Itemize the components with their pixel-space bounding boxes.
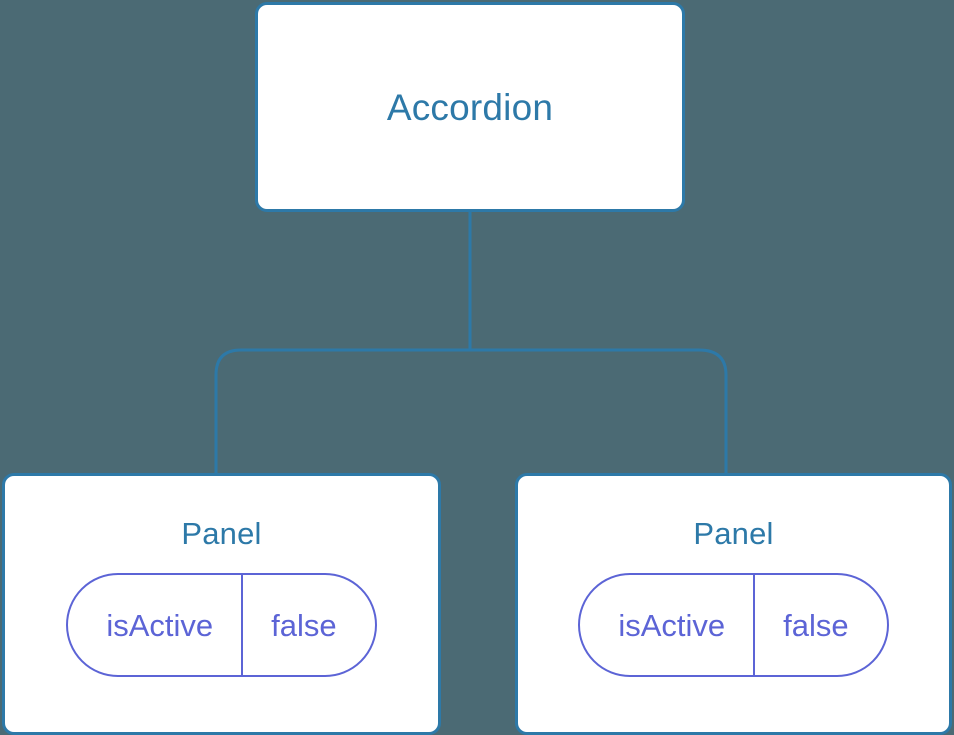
edge-accordion-to-panels [214, 211, 728, 473]
state-pill-panel-0[interactable]: isActive false [66, 573, 377, 677]
node-panel-0[interactable]: Panel isActive false [2, 473, 441, 735]
state-value-isactive-0: false [241, 575, 374, 675]
node-panel-1[interactable]: Panel isActive false [515, 473, 952, 735]
state-key-isactive-1: isActive [618, 607, 726, 643]
state-pill-panel-1[interactable]: isActive false [578, 573, 889, 677]
state-value-isactive-1: false [753, 575, 886, 675]
state-key-isactive-0: isActive [106, 607, 214, 643]
node-accordion-label: Accordion [386, 86, 554, 128]
node-panel-1-label: Panel [693, 516, 774, 551]
node-accordion[interactable]: Accordion [255, 2, 685, 212]
node-panel-0-label: Panel [181, 516, 262, 551]
